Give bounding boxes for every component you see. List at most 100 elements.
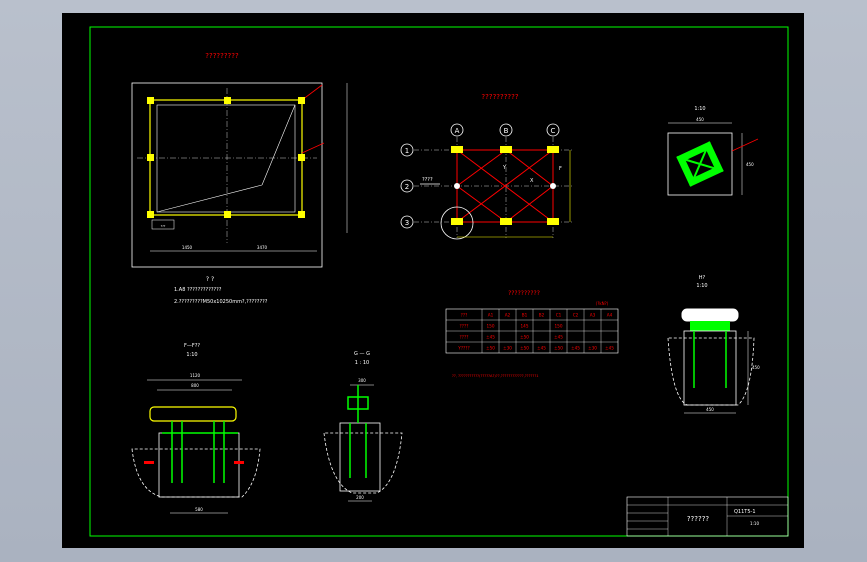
load-table-cell: ±45	[605, 346, 614, 351]
column-pads	[451, 146, 559, 225]
drawing-frame	[89, 26, 789, 537]
f-dim-top-text: 1120	[190, 373, 201, 378]
load-table-cell: 150	[555, 324, 563, 329]
title-ratio: 1:10	[750, 521, 759, 526]
load-table-cell: ±30	[503, 346, 512, 351]
section-g-scale: 1 : 10	[355, 360, 369, 366]
drawing-sheet: ????????? 3470 1450 ??? ? ? 1.A8 ???????…	[62, 13, 804, 548]
column-label-a: A	[455, 127, 460, 135]
f-label: F	[559, 166, 562, 172]
notes-line-2: 2.?????????M50x10250mm?,????????	[174, 299, 268, 305]
title-name: ??????	[687, 515, 710, 523]
plan-frame-yellow	[149, 99, 303, 216]
row-label-3: 3	[405, 219, 409, 227]
row-bubbles	[400, 143, 414, 229]
h-plate	[681, 308, 739, 322]
load-table-cell: ±50	[554, 346, 563, 351]
top-right-detail: 1:10 450 450	[667, 106, 759, 196]
load-table-header-cell: B1	[522, 313, 528, 318]
red-note: ??, ???????????(?????A?)??,????????????,…	[452, 374, 539, 378]
load-table-cell: ????	[460, 324, 469, 329]
load-table-cell: ????	[460, 335, 469, 340]
plan-diagonal	[156, 184, 263, 213]
load-table-header-cell: A3	[590, 313, 596, 318]
load-table-cell: ±50	[520, 346, 529, 351]
load-table-cell: ±50	[520, 335, 529, 340]
top-h-arrow	[731, 138, 759, 152]
section-g-label: G — G	[354, 351, 370, 357]
plan-bolt-markers	[147, 97, 305, 218]
section-g: G — G 1 : 10 300 200	[323, 351, 403, 502]
f-pedestal	[158, 432, 240, 498]
notes-line-1: 1.A8 ?????????????	[174, 287, 222, 293]
f-cap	[149, 406, 237, 422]
top-dim-h: 450	[746, 162, 754, 167]
top-detail-box	[667, 132, 733, 196]
plan-leader-2	[301, 142, 325, 154]
top-detail-steel	[676, 141, 724, 187]
f-red-marks	[144, 461, 244, 464]
load-table-header-cell: A4	[607, 313, 613, 318]
plan-diagonal-2	[261, 104, 296, 186]
row-label-2: 2	[405, 183, 409, 191]
plan-view: ????????? 3470 1450 ???	[131, 52, 348, 268]
plan-detail-label: ???	[161, 224, 166, 228]
g-pedestal	[339, 422, 381, 492]
load-table-cell: 145	[521, 324, 529, 329]
y-label: Y	[502, 165, 507, 171]
g-steel	[347, 385, 369, 478]
section-h-scale: 1:10	[696, 283, 707, 289]
h-dim-bottom-text: 450	[706, 407, 714, 412]
section-f: F—F?? 1:10 1120 800 580	[131, 343, 261, 514]
plan-dim-left: 1450	[182, 245, 193, 250]
load-table-cell: ±30	[588, 346, 597, 351]
load-table-cell: ±45	[486, 335, 495, 340]
load-table-header-cell: B2	[539, 313, 545, 318]
notes-heading: ? ?	[206, 276, 214, 283]
row-label-1: 1	[405, 147, 409, 155]
column-label-b: B	[504, 127, 509, 135]
column-bubbles	[450, 123, 560, 137]
top-scale: 1:10	[694, 106, 705, 112]
axis-plan: ?????????? A B C 1 2 3	[400, 93, 572, 240]
section-f-label: F—F??	[184, 343, 200, 349]
notes: ? ? 1.A8 ????????????? 2.?????????M50x10…	[174, 276, 268, 305]
load-table-cell: Y????	[457, 346, 469, 351]
drawing-canvas: ????????? 3470 1450 ??? ? ? 1.A8 ???????…	[89, 26, 789, 537]
g-dim-top-text: 300	[358, 378, 366, 383]
h-ground	[667, 337, 755, 406]
load-table-header-cell: A1	[488, 313, 494, 318]
column-label-c: C	[551, 127, 556, 135]
f-ground	[131, 448, 261, 498]
h-dim-side-text: 450	[752, 365, 760, 370]
title-drawing-no: Q11T5-1	[734, 509, 756, 515]
g-dim-bottom-text: 200	[356, 495, 364, 500]
top-dim-w: 450	[696, 117, 704, 122]
plan-inner	[156, 104, 296, 213]
x-label: X	[530, 178, 534, 184]
detail-callout	[440, 206, 474, 240]
h-pedestal	[683, 330, 737, 406]
f-dim-bottom-text: 580	[195, 507, 203, 512]
red-bracing	[456, 149, 554, 223]
h-steel-cap	[690, 321, 730, 331]
title-block: Q11T5-1 ?????? 1:10	[626, 496, 789, 537]
mid-nodes	[454, 183, 556, 189]
load-table-cell: 150	[487, 324, 495, 329]
load-table-header-cell: ???	[461, 313, 468, 318]
section-h: H? 1:10 450 450	[667, 275, 760, 414]
plan-dim-width: 3470	[257, 245, 268, 250]
axis-arrow-label: ????	[422, 177, 433, 183]
plan-leader	[301, 84, 323, 101]
plan-title: ?????????	[205, 52, 239, 60]
h-bolts	[693, 331, 727, 388]
plan-outline	[131, 82, 323, 268]
section-f-scale: 1:10	[186, 352, 197, 358]
load-table-header-cell: C1	[556, 313, 562, 318]
plan-detail-box	[151, 219, 175, 230]
f-dim-mid-text: 800	[191, 383, 199, 388]
load-table-cell: ±45	[554, 335, 563, 340]
